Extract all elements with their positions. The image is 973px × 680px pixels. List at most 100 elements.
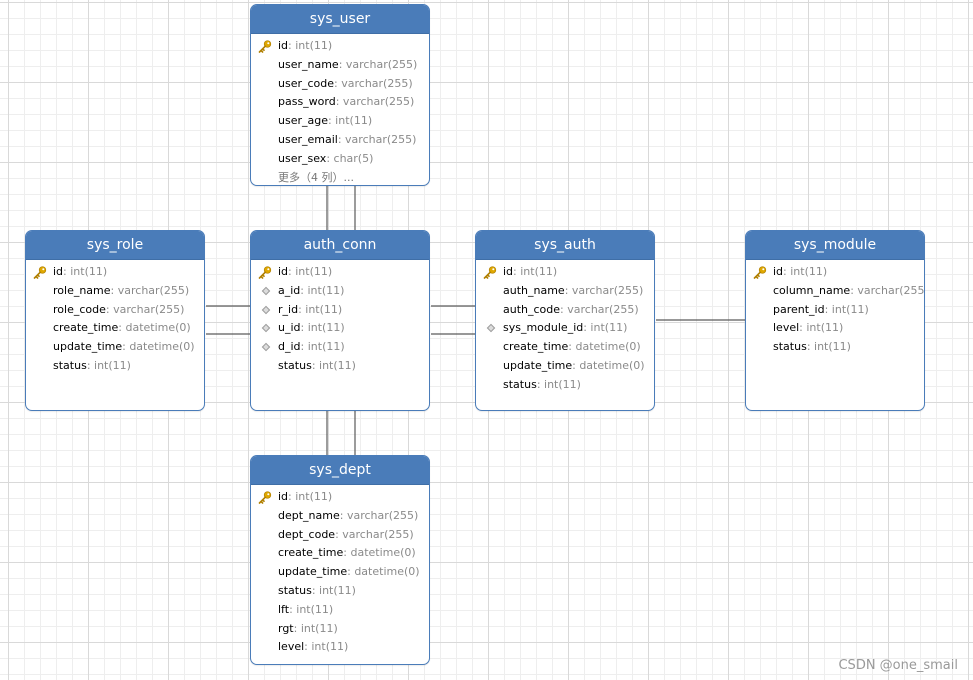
- field-row[interactable]: create_time: datetime(0): [251, 544, 429, 563]
- field-row[interactable]: status: int(11): [476, 376, 654, 395]
- field-row[interactable]: a_id: int(11): [251, 282, 429, 301]
- field-type: : varchar(255): [110, 283, 190, 297]
- field-row[interactable]: auth_name: varchar(255): [476, 282, 654, 301]
- field-type: : int(11): [824, 302, 869, 316]
- field-row[interactable]: d_id: int(11): [251, 338, 429, 357]
- field-row[interactable]: parent_id: int(11): [746, 301, 924, 320]
- key-icon: [33, 266, 47, 279]
- field-name: role_code: [53, 302, 106, 316]
- entity-sys-module[interactable]: sys_module id: int(11)column_name: varch…: [745, 230, 925, 411]
- field-row[interactable]: user_name: varchar(255): [251, 56, 429, 75]
- diamond-icon: [261, 324, 271, 333]
- field-row[interactable]: create_time: datetime(0): [26, 319, 204, 338]
- field-row[interactable]: lft: int(11): [251, 601, 429, 620]
- field-row[interactable]: update_time: datetime(0): [476, 357, 654, 376]
- field-type: : datetime(0): [343, 546, 416, 560]
- field-name: user_age: [278, 114, 328, 128]
- field-type: : int(11): [783, 265, 828, 278]
- field-name: auth_code: [503, 302, 561, 316]
- entity-title: sys_dept: [251, 456, 429, 485]
- field-row[interactable]: user_age: int(11): [251, 112, 429, 131]
- field-row[interactable]: rgt: int(11): [251, 620, 429, 639]
- field-type: : int(11): [293, 621, 338, 635]
- field-type: : int(11): [536, 377, 581, 391]
- field-name: id: [53, 265, 64, 278]
- field-row[interactable]: user_sex: char(5): [251, 150, 429, 169]
- field-type: : int(11): [583, 321, 628, 335]
- key-icon: [258, 266, 272, 279]
- field-row[interactable]: dept_code: varchar(255): [251, 526, 429, 545]
- field-name: status: [773, 340, 807, 354]
- field-name: level: [773, 321, 800, 335]
- field-type: : int(11): [289, 602, 334, 616]
- entity-sys-user[interactable]: sys_user id: int(11)user_name: varchar(2…: [250, 4, 430, 186]
- entity-sys-auth[interactable]: sys_auth id: int(11)auth_name: varchar(2…: [475, 230, 655, 411]
- field-type: : varchar(255): [335, 527, 414, 541]
- field-name: r_id: [278, 302, 299, 316]
- diamond-icon: [261, 286, 271, 296]
- field-row[interactable]: sys_module_id: int(11): [476, 319, 654, 338]
- field-row[interactable]: id: int(11): [746, 263, 924, 282]
- field-row[interactable]: status: int(11): [26, 357, 204, 376]
- field-name: lft: [278, 602, 290, 616]
- field-name: user_email: [278, 132, 338, 146]
- field-list: id: int(11)column_name: varchar(255)pare…: [746, 260, 924, 357]
- field-name: user_sex: [278, 151, 327, 165]
- field-name: dept_name: [278, 508, 340, 522]
- field-row[interactable]: level: int(11): [251, 638, 429, 657]
- field-type: : datetime(0): [572, 358, 645, 372]
- field-row[interactable]: id: int(11): [251, 263, 429, 282]
- entity-title: sys_role: [26, 231, 204, 260]
- field-row[interactable]: u_id: int(11): [251, 319, 429, 338]
- field-row[interactable]: status: int(11): [251, 357, 429, 376]
- field-type: : datetime(0): [347, 565, 420, 579]
- field-row[interactable]: user_email: varchar(255): [251, 131, 429, 150]
- field-row[interactable]: auth_code: varchar(255): [476, 301, 654, 320]
- field-name: dept_code: [278, 527, 336, 541]
- field-name: id: [773, 265, 784, 278]
- field-row[interactable]: level: int(11): [746, 319, 924, 338]
- key-icon: [483, 266, 497, 279]
- field-type: : int(11): [327, 114, 373, 128]
- field-row[interactable]: dept_name: varchar(255): [251, 507, 429, 526]
- field-row[interactable]: update_time: datetime(0): [251, 563, 429, 582]
- field-list: id: int(11)a_id: int(11)r_id: int(11)u_i…: [251, 260, 429, 376]
- field-row[interactable]: role_code: varchar(255): [26, 301, 204, 320]
- field-row[interactable]: update_time: datetime(0): [26, 338, 204, 357]
- entity-auth-conn[interactable]: auth_conn id: int(11)a_id: int(11)r_id: …: [250, 230, 430, 411]
- field-type: : int(11): [298, 302, 343, 316]
- field-row[interactable]: role_name: varchar(255): [26, 282, 204, 301]
- field-row[interactable]: status: int(11): [746, 338, 924, 357]
- field-type: : int(11): [799, 321, 844, 335]
- field-type: : datetime(0): [118, 321, 191, 335]
- field-name: id: [503, 265, 514, 278]
- entity-sys-dept[interactable]: sys_dept id: int(11)dept_name: varchar(2…: [250, 455, 430, 665]
- field-list: id: int(11)auth_name: varchar(255)auth_c…: [476, 260, 654, 395]
- field-name: role_name: [53, 283, 111, 297]
- field-name: status: [503, 377, 537, 391]
- field-type: : varchar(255): [339, 508, 419, 522]
- diamond-icon: [261, 342, 271, 352]
- field-name: pass_word: [278, 95, 336, 109]
- field-row[interactable]: column_name: varchar(255): [746, 282, 924, 301]
- field-row[interactable]: pass_word: varchar(255): [251, 93, 429, 112]
- field-type: : int(11): [300, 321, 345, 335]
- field-type: : varchar(255): [560, 302, 639, 316]
- entity-title: sys_user: [251, 5, 429, 34]
- field-row[interactable]: user_code: varchar(255): [251, 75, 429, 94]
- field-row[interactable]: id: int(11): [26, 263, 204, 282]
- field-row[interactable]: id: int(11): [476, 263, 654, 282]
- field-name: status: [53, 358, 87, 372]
- field-row[interactable]: r_id: int(11): [251, 301, 429, 320]
- entity-title: sys_module: [746, 231, 924, 260]
- field-type: : int(11): [311, 358, 356, 372]
- field-name: column_name: [773, 283, 851, 297]
- field-row[interactable]: status: int(11): [251, 582, 429, 601]
- field-row[interactable]: create_time: datetime(0): [476, 338, 654, 357]
- entity-sys-role[interactable]: sys_role id: int(11)role_name: varchar(2…: [25, 230, 205, 411]
- more-columns-link[interactable]: 更多（4 列）...: [278, 170, 354, 184]
- field-row[interactable]: id: int(11): [251, 37, 429, 56]
- field-row[interactable]: id: int(11): [251, 488, 429, 507]
- field-type: : int(11): [288, 265, 333, 278]
- field-type: : int(11): [311, 583, 356, 597]
